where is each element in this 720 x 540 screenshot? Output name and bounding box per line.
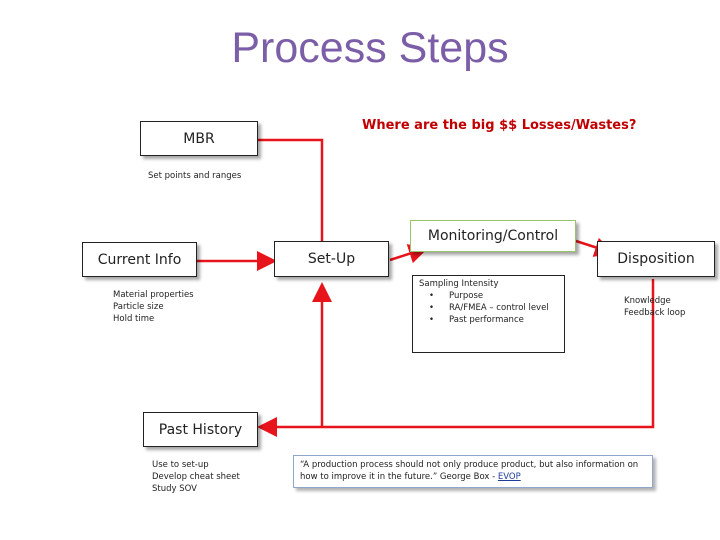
disposition-label: Disposition <box>617 251 695 267</box>
setup-label: Set-Up <box>307 251 356 267</box>
monitoring-details-box: Sampling Intensity Purpose RA/FMEA – con… <box>412 275 565 353</box>
current-info-notes: Material properties Particle size Hold t… <box>113 289 194 325</box>
monitoring-heading: Sampling Intensity <box>419 279 499 289</box>
quote-link[interactable]: EVOP <box>497 472 521 482</box>
monitoring-bullet: Purpose <box>419 290 558 302</box>
losses-question: Where are the big $$ Losses/Wastes? <box>362 118 637 133</box>
mbr-box: MBR <box>140 121 258 156</box>
past-history-note: Use to set-up <box>152 460 209 470</box>
current-info-box: Current Info <box>82 242 197 277</box>
arrow-mbr-to-setup <box>258 138 332 267</box>
disposition-box: Disposition <box>597 241 715 277</box>
monitoring-box: Monitoring/Control <box>410 220 576 252</box>
current-info-note: Hold time <box>113 314 155 324</box>
current-info-note: Material properties <box>113 290 194 300</box>
arrow-disposition-to-pasthistory <box>257 279 655 437</box>
quote-text: “A production process should not only pr… <box>300 460 639 482</box>
past-history-note: Study SOV <box>152 484 197 494</box>
past-history-label: Past History <box>158 421 243 438</box>
monitoring-label: Monitoring/Control <box>427 228 559 244</box>
current-info-note: Particle size <box>113 302 164 312</box>
monitoring-bullets: Purpose RA/FMEA – control level Past per… <box>419 290 558 326</box>
monitoring-bullet: Past performance <box>419 314 558 326</box>
past-history-notes: Use to set-up Develop cheat sheet Study … <box>152 459 240 495</box>
mbr-note: Set points and ranges <box>148 171 242 181</box>
quote-box: “A production process should not only pr… <box>293 455 653 488</box>
disposition-note: Feedback loop <box>624 308 686 318</box>
current-info-label: Current Info <box>97 251 182 268</box>
mbr-label: MBR <box>183 130 215 147</box>
monitoring-bullet: RA/FMEA – control level <box>419 302 558 314</box>
setup-box: Set-Up <box>274 241 389 277</box>
page-title: Process Steps <box>231 24 509 72</box>
past-history-box: Past History <box>143 412 258 447</box>
disposition-note: Knowledge <box>624 296 671 306</box>
past-history-note: Develop cheat sheet <box>152 472 240 482</box>
disposition-notes: Knowledge Feedback loop <box>624 295 685 319</box>
